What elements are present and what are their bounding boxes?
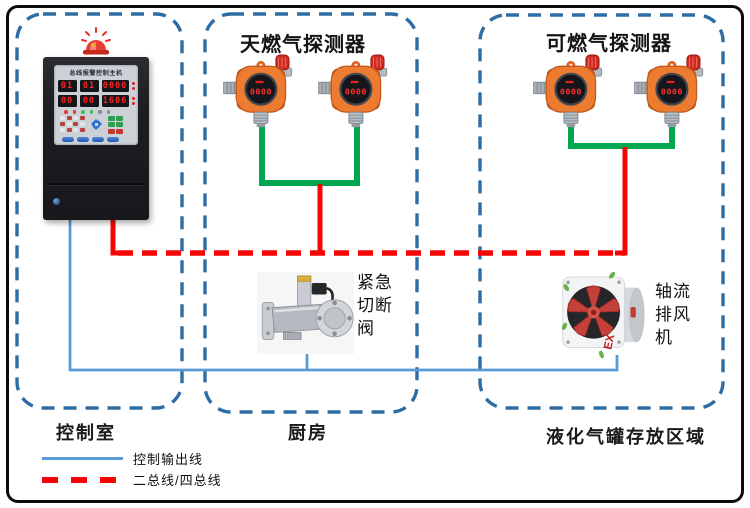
led-display: 01 [57, 80, 77, 92]
led-display: 1606 [101, 95, 129, 107]
legend-swatch-bus-line [42, 476, 123, 483]
control-host-title: 总线报警控制主机 [69, 70, 123, 77]
legend-item-control-output: 控制输出线 [42, 448, 222, 469]
detector-screen [244, 72, 278, 106]
panel-dpad [88, 116, 105, 133]
emergency-shutoff-valve-label: 紧急 切断 阀 [357, 273, 393, 338]
zone-control-room-border [15, 12, 184, 410]
panel-alarm-indicators [131, 97, 135, 105]
led-display: 0000 [101, 80, 129, 92]
panel-menu-buttons [62, 136, 138, 142]
led-display: 00 [79, 95, 99, 107]
diagram-frame [6, 5, 744, 503]
zone-kitchen-border [203, 12, 419, 414]
detector-link-lpg [568, 122, 675, 149]
control-host-panel: 总线报警控制主机 01 01 0000 00 00 1606 [43, 57, 149, 220]
zone-label-control-room: 控制室 [56, 423, 116, 443]
zone-title-combustible-gas-detectors: 可燃气探测器 [546, 33, 672, 55]
legend-label-control-output: 控制输出线 [133, 452, 204, 467]
panel-function-buttons [107, 115, 123, 134]
zone-label-lpg-storage: 液化气罐存放区域 [546, 427, 706, 447]
detector-link-kitchen [259, 122, 360, 186]
combustible-gas-detector-1: 0000 [533, 54, 603, 128]
leaf-icon [561, 271, 616, 359]
alarm-siren-icon [81, 27, 111, 55]
fan-ex-marking: EX [602, 333, 617, 351]
zone-lpg-storage-border [478, 13, 725, 410]
control-host-display: 总线报警控制主机 01 01 0000 00 00 1606 [54, 65, 138, 145]
detector-screen [339, 72, 373, 106]
panel-status-lights [64, 110, 138, 114]
panel-lock [53, 198, 60, 205]
legend: 控制输出线 二总线/四总线 [42, 448, 222, 490]
detector-screen-value: 0000 [250, 87, 272, 97]
legend-item-bus: 二总线/四总线 [42, 469, 222, 490]
led-display: 01 [79, 80, 99, 92]
detector-screen-value: 0000 [345, 87, 367, 97]
bus-line-lpg-drop [615, 147, 628, 256]
emergency-shutoff-valve-image [257, 272, 354, 354]
natural-gas-detector-2: 0000 [318, 54, 388, 128]
control-output-line [68, 220, 619, 372]
detector-screen-value: 0000 [560, 87, 582, 97]
panel-keypad [60, 115, 85, 132]
combustible-gas-detector-2: 0000 [634, 54, 704, 128]
detector-screen [655, 72, 689, 106]
bus-line-panel-drop [110, 220, 125, 256]
panel-door-seam [46, 183, 146, 185]
zone-label-kitchen: 厨房 [288, 423, 328, 443]
detector-screen [554, 72, 588, 106]
legend-label-bus: 二总线/四总线 [133, 473, 222, 488]
axial-exhaust-fan-label: 轴流 排风 机 [655, 282, 691, 347]
axial-exhaust-fan-image: EX [561, 271, 645, 359]
led-display: 00 [57, 95, 77, 107]
natural-gas-detector-1: 0000 [223, 54, 293, 128]
panel-alarm-indicators [131, 82, 135, 90]
detector-screen-value: 0000 [661, 87, 683, 97]
legend-swatch-control-output-line [42, 457, 123, 460]
zone-title-natural-gas-detectors: 天燃气探测器 [240, 34, 366, 56]
